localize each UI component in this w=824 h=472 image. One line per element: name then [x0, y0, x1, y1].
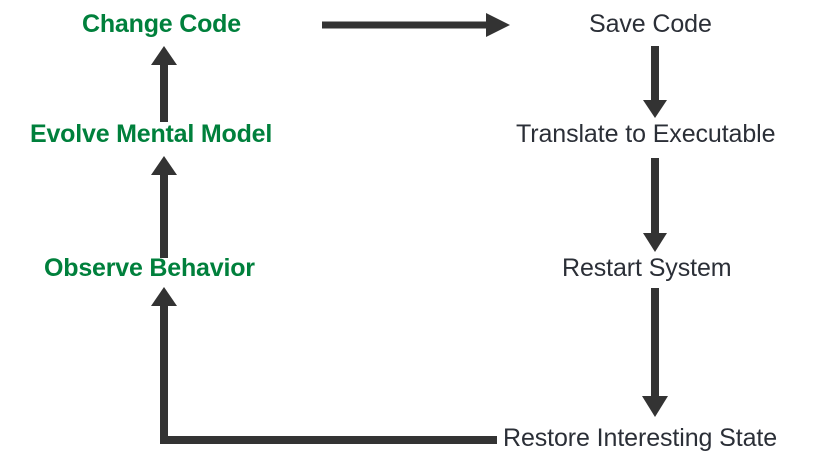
node-observe-behavior[interactable]: Observe Behavior [44, 254, 255, 282]
connector-restart-to-restore [642, 288, 668, 417]
connector-translate-to-restart [643, 158, 667, 252]
node-restart-system[interactable]: Restart System [562, 254, 732, 282]
node-change-code[interactable]: Change Code [82, 10, 241, 38]
connector-evolve-to-change [151, 46, 177, 122]
node-restore-interesting-state[interactable]: Restore Interesting State [503, 424, 778, 452]
connector-change-code-to-save-code [322, 13, 510, 37]
connector-observe-to-evolve [151, 156, 177, 258]
connector-restore-to-observe [151, 287, 497, 444]
node-save-code[interactable]: Save Code [589, 10, 712, 38]
node-translate-to-executable[interactable]: Translate to Executable [516, 120, 776, 148]
node-evolve-mental-model[interactable]: Evolve Mental Model [30, 120, 273, 148]
connector-save-code-to-translate [643, 46, 667, 118]
